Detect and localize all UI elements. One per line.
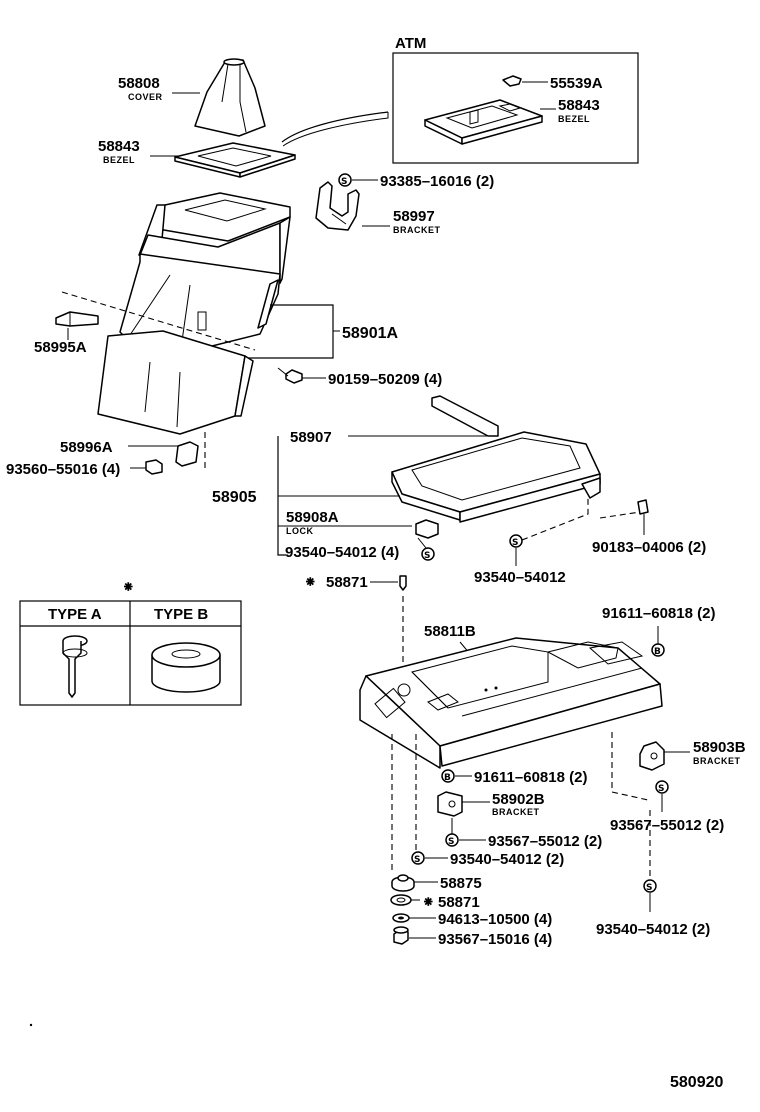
part-58811b: 58811B	[424, 623, 476, 640]
type-b-header: TYPE B	[154, 606, 208, 623]
part-58908a: 58908A	[286, 509, 339, 526]
part-93540-a: 93540–54012 (4)	[285, 544, 399, 561]
part-58995a: 58995A	[34, 339, 87, 356]
clip-58996a-icon	[175, 441, 199, 467]
part-58997: 58997	[393, 208, 435, 225]
atm-inset-box	[392, 52, 639, 164]
type-a-header: TYPE A	[48, 606, 102, 623]
part-58875: 58875	[440, 875, 482, 892]
atm-bezel-icon	[424, 99, 543, 145]
type-table-asterisk: ⁕	[122, 579, 135, 596]
part-93567-c: 93567–15016 (4)	[438, 931, 552, 948]
part-93567-a: 93567–55012 (2)	[488, 833, 602, 850]
part-93567-b: 93567–55012 (2)	[610, 817, 724, 834]
console-lower-shell-icon	[97, 330, 254, 435]
lid-hinge-icon	[431, 395, 499, 437]
stray-dot	[29, 1023, 33, 1027]
cushion-58875-icon	[391, 874, 415, 892]
s-badge-icon: S	[512, 538, 518, 548]
s-badge-icon: S	[448, 837, 454, 847]
bracket-58903b-icon	[639, 741, 665, 771]
part-58996a: 58996A	[60, 439, 113, 456]
pin-58871-icon	[399, 575, 407, 591]
part-55539a: 55539A	[550, 75, 603, 92]
nut-90183-icon	[637, 499, 649, 515]
part-58902b: 58902B	[492, 791, 545, 808]
console-box-icon	[119, 192, 291, 356]
s-badge-icon: S	[658, 784, 664, 794]
part-58808-sub: COVER	[128, 92, 163, 102]
bracket-58995a-icon	[55, 311, 99, 327]
part-90159: 90159–50209 (4)	[328, 371, 442, 388]
part-58903b-sub: BRACKET	[693, 756, 741, 766]
diagram-number: 580920	[670, 1074, 723, 1091]
part-93540-d: 93540–54012 (2)	[596, 921, 710, 938]
s-badge-icon: S	[414, 855, 420, 865]
console-base-icon	[359, 637, 663, 769]
atm-title: ATM	[395, 35, 426, 52]
atm-leader	[281, 111, 389, 143]
console-lid-icon	[391, 431, 601, 523]
part-58902b-sub: BRACKET	[492, 807, 540, 817]
part-91611-b: 91611–60818 (2)	[474, 769, 587, 786]
part-58907: 58907	[290, 429, 332, 446]
part-93540-c: 93540–54012 (2)	[450, 851, 564, 868]
bolt-93567-icon	[393, 926, 409, 945]
lock-58908a-icon	[415, 519, 439, 539]
b-badge-icon: B	[444, 773, 451, 783]
part-58843-atm: 58843	[558, 97, 600, 114]
part-93385: 93385–16016 (2)	[380, 173, 494, 190]
shift-bezel-icon	[174, 142, 296, 178]
screw-90159-icon	[277, 367, 303, 384]
type-a-pin-icon	[62, 635, 88, 698]
part-91611-a: 91611–60818 (2)	[602, 605, 715, 622]
part-90183: 90183–04006 (2)	[592, 539, 706, 556]
part-58997-sub: BRACKET	[393, 225, 441, 235]
clip-55539a-icon	[502, 75, 522, 87]
part-58871-a: 58871	[326, 574, 368, 591]
part-58843-atm-sub: BEZEL	[558, 114, 590, 124]
part-58905: 58905	[212, 489, 257, 506]
part-93560: 93560–55016 (4)	[6, 461, 120, 478]
shift-boot-icon	[194, 58, 266, 137]
part-58871-b: 58871	[438, 894, 480, 911]
part-58901a: 58901A	[342, 325, 398, 342]
part-58903b: 58903B	[693, 739, 746, 756]
nut-93560-icon	[145, 459, 163, 475]
b-badge-icon: B	[654, 647, 661, 657]
part-58843: 58843	[98, 138, 140, 155]
asterisk-58871-b: ⁕	[422, 894, 435, 911]
part-58843-sub: BEZEL	[103, 155, 135, 165]
washer-58871-icon	[390, 894, 412, 906]
washer-94613-icon	[392, 913, 410, 923]
bracket-58902b-icon	[437, 791, 463, 817]
part-58808: 58808	[118, 75, 160, 92]
part-93540-b: 93540–54012	[474, 569, 566, 586]
s-badge-icon: S	[646, 883, 652, 893]
part-58908a-sub: LOCK	[286, 526, 314, 536]
part-94613: 94613–10500 (4)	[438, 911, 552, 928]
type-b-cushion-icon	[151, 642, 221, 693]
s-badge-icon: S	[424, 551, 430, 561]
bracket-58997-icon	[315, 181, 360, 231]
s-badge-icon: S	[341, 177, 347, 187]
asterisk-58871-a: ⁕	[304, 574, 317, 591]
